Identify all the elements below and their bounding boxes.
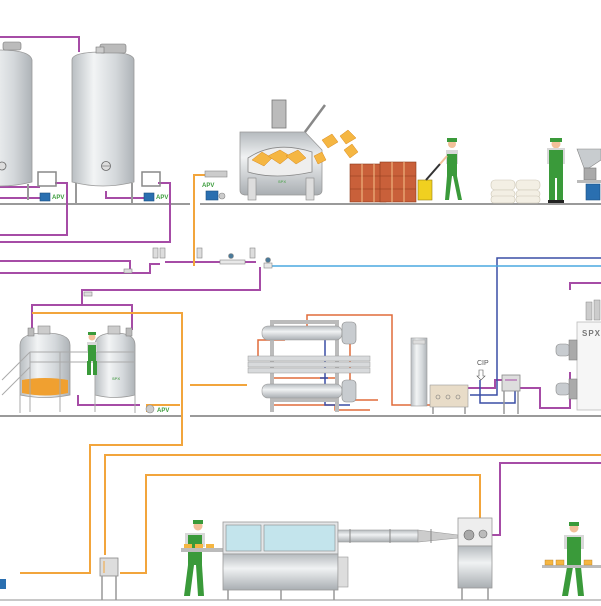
spx-logo: SPX [112, 376, 120, 381]
plate-heat-exchanger [501, 374, 521, 414]
product-pipes [0, 36, 601, 536]
storage-tank-left [0, 41, 33, 200]
spx-cooking-unit: SPX [555, 299, 601, 411]
cooker-screw [429, 384, 469, 414]
apv-label: APV [156, 195, 168, 201]
heat-exchanger-rack [247, 320, 371, 412]
ingredient-sacks [490, 179, 541, 204]
floor-lines [0, 203, 601, 601]
control-box [99, 557, 119, 600]
pump-4: APV [145, 404, 169, 414]
spx-logo: SPX [278, 179, 286, 184]
worker-standing [547, 138, 565, 203]
pump-2: APV [141, 171, 168, 202]
worker-loading-trays [181, 520, 223, 596]
worker-on-platform [87, 332, 97, 375]
vertical-column [410, 337, 428, 407]
worker-packing [562, 522, 584, 596]
storage-tank-right [71, 43, 135, 203]
spx-logo: SPX [582, 329, 601, 338]
valve-cluster [83, 247, 273, 297]
pump-1: APV [37, 171, 64, 202]
pallet-boxes [349, 161, 417, 203]
apv-label: APV [52, 195, 64, 201]
forming-machine [457, 517, 493, 600]
cip-label: CIP [477, 360, 489, 367]
cooling-tunnel [222, 521, 349, 600]
grinder-hopper [576, 148, 601, 201]
cip-indicator: CIP [476, 360, 489, 381]
pump-3: APV [202, 170, 228, 201]
mixing-tank-left [19, 325, 71, 398]
transfer-tube [337, 529, 459, 543]
mixing-tank-right: SPX [94, 325, 136, 398]
apv-label: APV [157, 408, 169, 414]
cheese-blocks [313, 129, 359, 165]
worker-pushing-jack [439, 138, 462, 200]
apv-label: APV [202, 183, 214, 189]
output-conveyor [542, 559, 601, 568]
cheese-shredder: SPX [239, 99, 327, 201]
left-pump [0, 579, 6, 589]
platform-railing [1, 351, 136, 413]
pallet-jack [417, 163, 441, 201]
